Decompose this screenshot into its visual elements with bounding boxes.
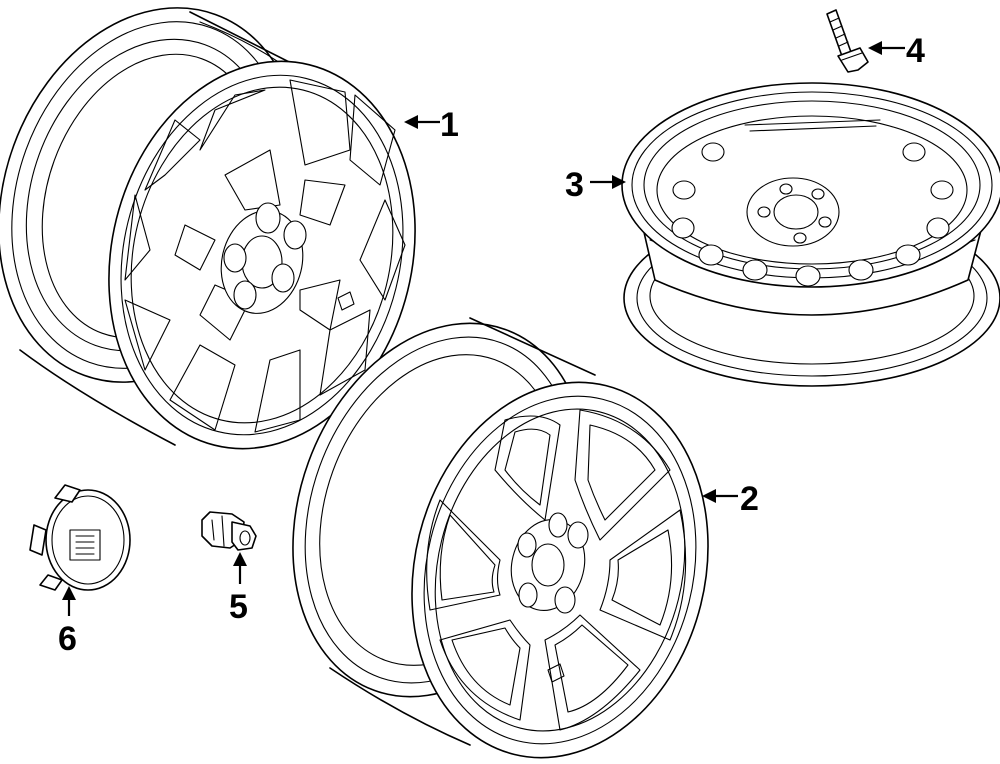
part-5-lug-nut[interactable]: [201, 511, 257, 551]
part-2-alloy-wheel[interactable]: [243, 282, 747, 764]
callout-5: 5: [229, 552, 248, 626]
callout-2-label: 2: [740, 480, 759, 518]
part-1-alloy-wheel[interactable]: [0, 0, 455, 481]
callout-6-label: 6: [58, 620, 77, 658]
callout-6: 6: [58, 586, 77, 658]
part-4-wheel-bolt[interactable]: [826, 9, 869, 73]
part-2-spoke-windows: [426, 409, 687, 731]
part-3-vent-holes: [671, 119, 954, 287]
callout-1-label: 1: [440, 106, 459, 144]
callout-5-label: 5: [229, 588, 248, 626]
callout-4-label: 4: [906, 32, 925, 70]
part-3-steel-spare-wheel[interactable]: [621, 82, 1000, 387]
part-6-center-cap[interactable]: [29, 484, 131, 591]
callout-3-label: 3: [565, 166, 584, 204]
callout-4: 4: [868, 32, 925, 70]
callout-3: 3: [565, 166, 626, 204]
callout-2: 2: [702, 480, 759, 518]
callout-1: 1: [404, 106, 459, 144]
